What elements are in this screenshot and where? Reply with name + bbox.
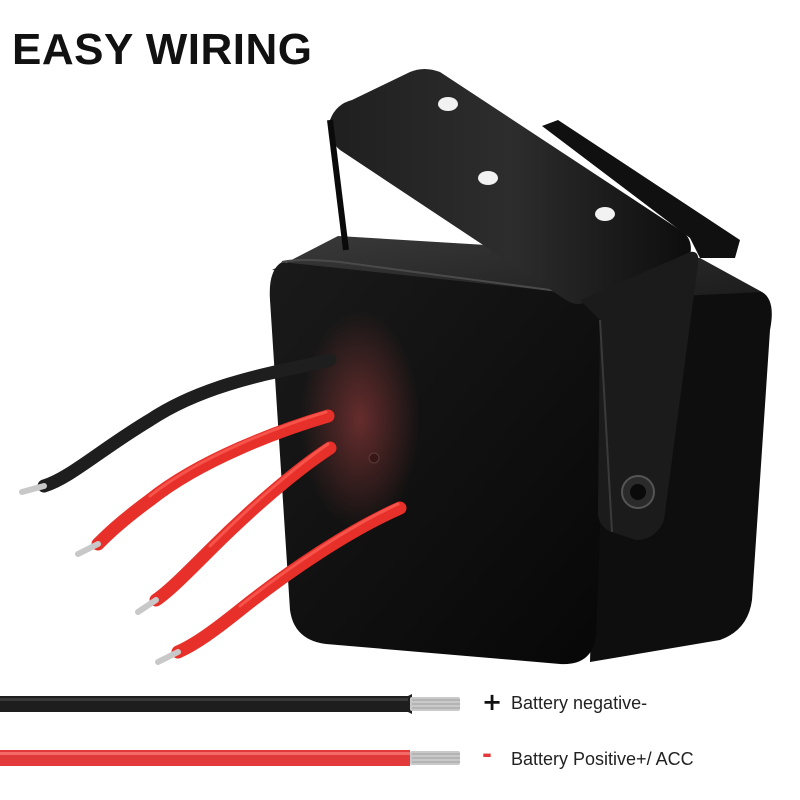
wire-tip-icon bbox=[19, 483, 47, 495]
product-illustration bbox=[19, 69, 772, 665]
red-wire bbox=[149, 441, 337, 607]
mount-hole-icon bbox=[595, 207, 615, 221]
mount-hole-icon bbox=[438, 97, 458, 111]
minus-sign-icon: - bbox=[482, 740, 492, 768]
red-wire bbox=[91, 409, 335, 551]
legend-label: Battery negative- bbox=[511, 693, 648, 713]
red-wire-sample bbox=[0, 750, 460, 766]
plus-sign-icon: + bbox=[482, 688, 503, 716]
black-wire-sample bbox=[0, 694, 460, 714]
wire-bundle bbox=[19, 353, 407, 665]
wire-tip-icon bbox=[155, 649, 181, 665]
black-wire bbox=[37, 353, 337, 493]
mount-hole-icon bbox=[478, 171, 498, 185]
legend-row-positive: - Battery Positive+/ ACC bbox=[0, 738, 800, 778]
legend-label: Battery Positive+/ ACC bbox=[511, 749, 694, 769]
screw-icon bbox=[621, 475, 655, 509]
page-title: EASY WIRING bbox=[12, 25, 313, 74]
legend-row-negative: + Battery negative- bbox=[0, 684, 800, 724]
mounting-bracket bbox=[327, 69, 740, 540]
wire-tip-icon bbox=[135, 597, 159, 615]
red-wire bbox=[171, 501, 407, 659]
wire-tip-icon bbox=[75, 541, 101, 557]
